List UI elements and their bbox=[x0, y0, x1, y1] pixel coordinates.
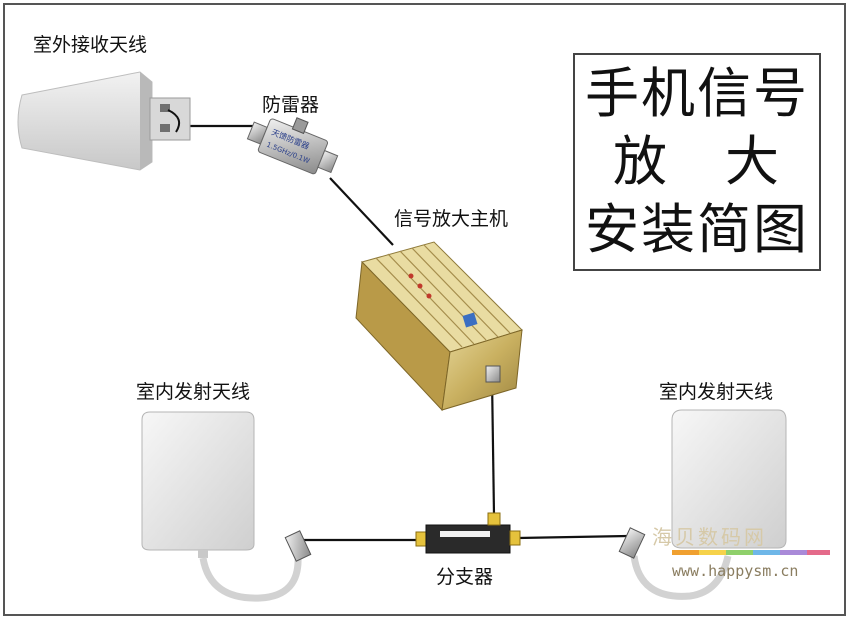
cable-host-to-splitter bbox=[490, 377, 496, 516]
title-line-1: 手机信号 bbox=[585, 62, 809, 125]
watermark-url: www.happysm.cn bbox=[672, 562, 799, 580]
splitter-device bbox=[415, 512, 521, 554]
cable-arrester-to-host bbox=[329, 177, 394, 246]
title-line-2: 放 大 bbox=[613, 130, 781, 193]
watermark-text: 海贝数码网 bbox=[652, 525, 767, 549]
label-lightning-arrester: 防雷器 bbox=[262, 94, 320, 116]
indoor-antenna-right bbox=[618, 409, 787, 600]
label-indoor-antenna-left: 室内发射天线 bbox=[136, 381, 251, 403]
cable-splitter-right bbox=[517, 534, 629, 540]
title-box: 手机信号 放 大 安装简图 bbox=[573, 53, 821, 271]
amplifier-host bbox=[355, 241, 523, 412]
lightning-arrester: 天馈防雷器 1.5GHz/0.1W bbox=[246, 117, 339, 175]
label-amplifier-host: 信号放大主机 bbox=[394, 208, 509, 230]
label-indoor-antenna-right: 室内发射天线 bbox=[659, 381, 774, 403]
title-line-3: 安装简图 bbox=[585, 198, 809, 261]
label-outdoor-antenna: 室外接收天线 bbox=[33, 34, 148, 56]
watermark-color-bars bbox=[672, 550, 830, 555]
indoor-antenna-left bbox=[141, 411, 312, 602]
label-splitter: 分支器 bbox=[436, 566, 494, 588]
outdoor-antenna bbox=[17, 71, 191, 171]
